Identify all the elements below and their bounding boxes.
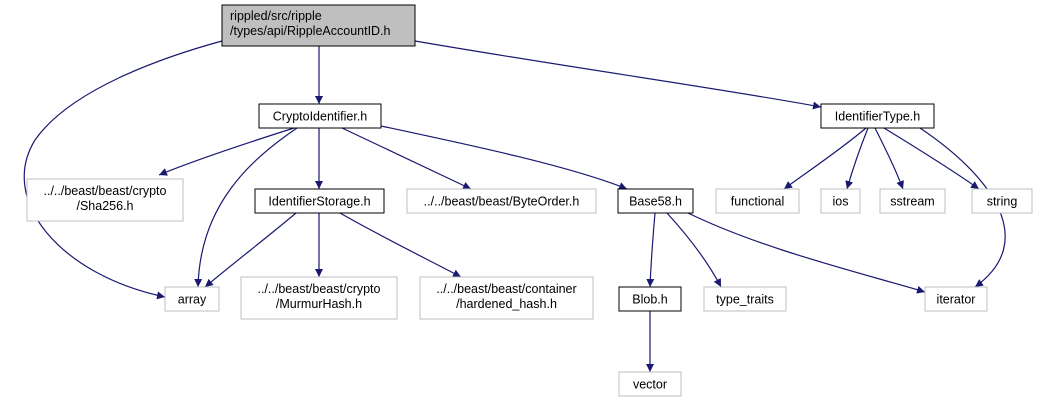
node-label: /Sha256.h xyxy=(77,199,134,213)
node-array: array xyxy=(164,286,220,312)
edge-crypto_identifier-to-sha256 xyxy=(158,127,295,176)
node-box xyxy=(254,188,385,214)
node-box xyxy=(221,4,416,47)
node-label: vector xyxy=(633,378,667,392)
node-sstream: sstream xyxy=(879,188,946,214)
node-box xyxy=(703,286,787,312)
node-box xyxy=(924,286,988,312)
node-label: Base58.h xyxy=(629,195,682,209)
node-ios: ios xyxy=(820,188,861,214)
node-identifier-type[interactable]: IdentifierType.h xyxy=(820,103,935,129)
node-label: /MurmurHash.h xyxy=(276,297,362,311)
node-box xyxy=(406,188,597,214)
edge-identifier_storage-to-hardened xyxy=(339,212,462,278)
node-label: sstream xyxy=(890,195,934,209)
node-label: array xyxy=(178,293,207,307)
node-label: ../../beast/beast/container xyxy=(436,282,576,296)
node-label: type_traits xyxy=(716,293,774,307)
node-box xyxy=(971,188,1033,214)
node-root[interactable]: rippled/src/ripple/types/api/RippleAccou… xyxy=(221,4,416,47)
edge-crypto_identifier-to-byte_order xyxy=(341,127,472,190)
node-label: ../../beast/beast/ByteOrder.h xyxy=(424,195,580,209)
node-label: /types/api/RippleAccountID.h xyxy=(230,24,391,38)
node-box xyxy=(618,286,682,312)
node-label: CryptoIdentifier.h xyxy=(273,110,368,124)
node-box xyxy=(26,178,184,222)
node-box xyxy=(419,276,594,320)
node-label: iterator xyxy=(937,293,976,307)
node-box xyxy=(164,286,220,312)
node-box xyxy=(258,103,382,129)
edge-identifier_type-to-string xyxy=(883,127,980,190)
edge-base58-to-blob xyxy=(646,212,656,288)
edge-root-to-identifier_type xyxy=(414,40,822,110)
node-string: string xyxy=(971,188,1033,214)
node-byte-order: ../../beast/beast/ByteOrder.h xyxy=(406,188,597,214)
edge-identifier_storage-to-array xyxy=(204,212,297,288)
node-type-traits: type_traits xyxy=(703,286,787,312)
node-label: rippled/src/ripple xyxy=(230,9,322,23)
node-box xyxy=(820,103,935,129)
edge-identifier_type-to-functional xyxy=(783,127,867,190)
nodes: rippled/src/ripple/types/api/RippleAccou… xyxy=(26,4,1033,397)
node-label: IdentifierType.h xyxy=(835,110,921,124)
node-base58[interactable]: Base58.h xyxy=(617,188,694,214)
edge-crypto_identifier-to-array xyxy=(194,127,298,288)
node-vector: vector xyxy=(618,371,682,397)
edge-identifier_type-to-sstream xyxy=(874,127,904,190)
node-box xyxy=(715,188,800,214)
node-identifier-storage[interactable]: IdentifierStorage.h xyxy=(254,188,385,214)
node-label: /hardened_hash.h xyxy=(456,297,557,311)
edge-crypto_identifier-to-base58 xyxy=(380,125,628,190)
node-label: ../../beast/beast/crypto xyxy=(44,184,167,198)
node-box xyxy=(879,188,946,214)
node-iterator: iterator xyxy=(924,286,988,312)
node-label: IdentifierStorage.h xyxy=(268,195,370,209)
node-crypto-identifier[interactable]: CryptoIdentifier.h xyxy=(258,103,382,129)
node-blob[interactable]: Blob.h xyxy=(618,286,682,312)
node-box xyxy=(820,188,861,214)
node-label: ios xyxy=(833,195,849,209)
edge-root-to-array xyxy=(23,40,223,300)
node-label: Blob.h xyxy=(632,293,667,307)
node-box xyxy=(618,371,682,397)
node-label: ../../beast/beast/crypto xyxy=(258,282,381,296)
node-hardened: ../../beast/beast/container/hardened_has… xyxy=(419,276,594,320)
node-sha256: ../../beast/beast/crypto/Sha256.h xyxy=(26,178,184,222)
edge-identifier_type-to-ios xyxy=(845,127,869,190)
node-box xyxy=(617,188,694,214)
node-label: string xyxy=(987,195,1018,209)
node-label: functional xyxy=(731,195,785,209)
node-murmur: ../../beast/beast/crypto/MurmurHash.h xyxy=(240,276,398,320)
edge-base58-to-iterator xyxy=(687,212,926,294)
node-functional: functional xyxy=(715,188,800,214)
node-box xyxy=(240,276,398,320)
edge-base58-to-type_traits xyxy=(666,212,722,288)
